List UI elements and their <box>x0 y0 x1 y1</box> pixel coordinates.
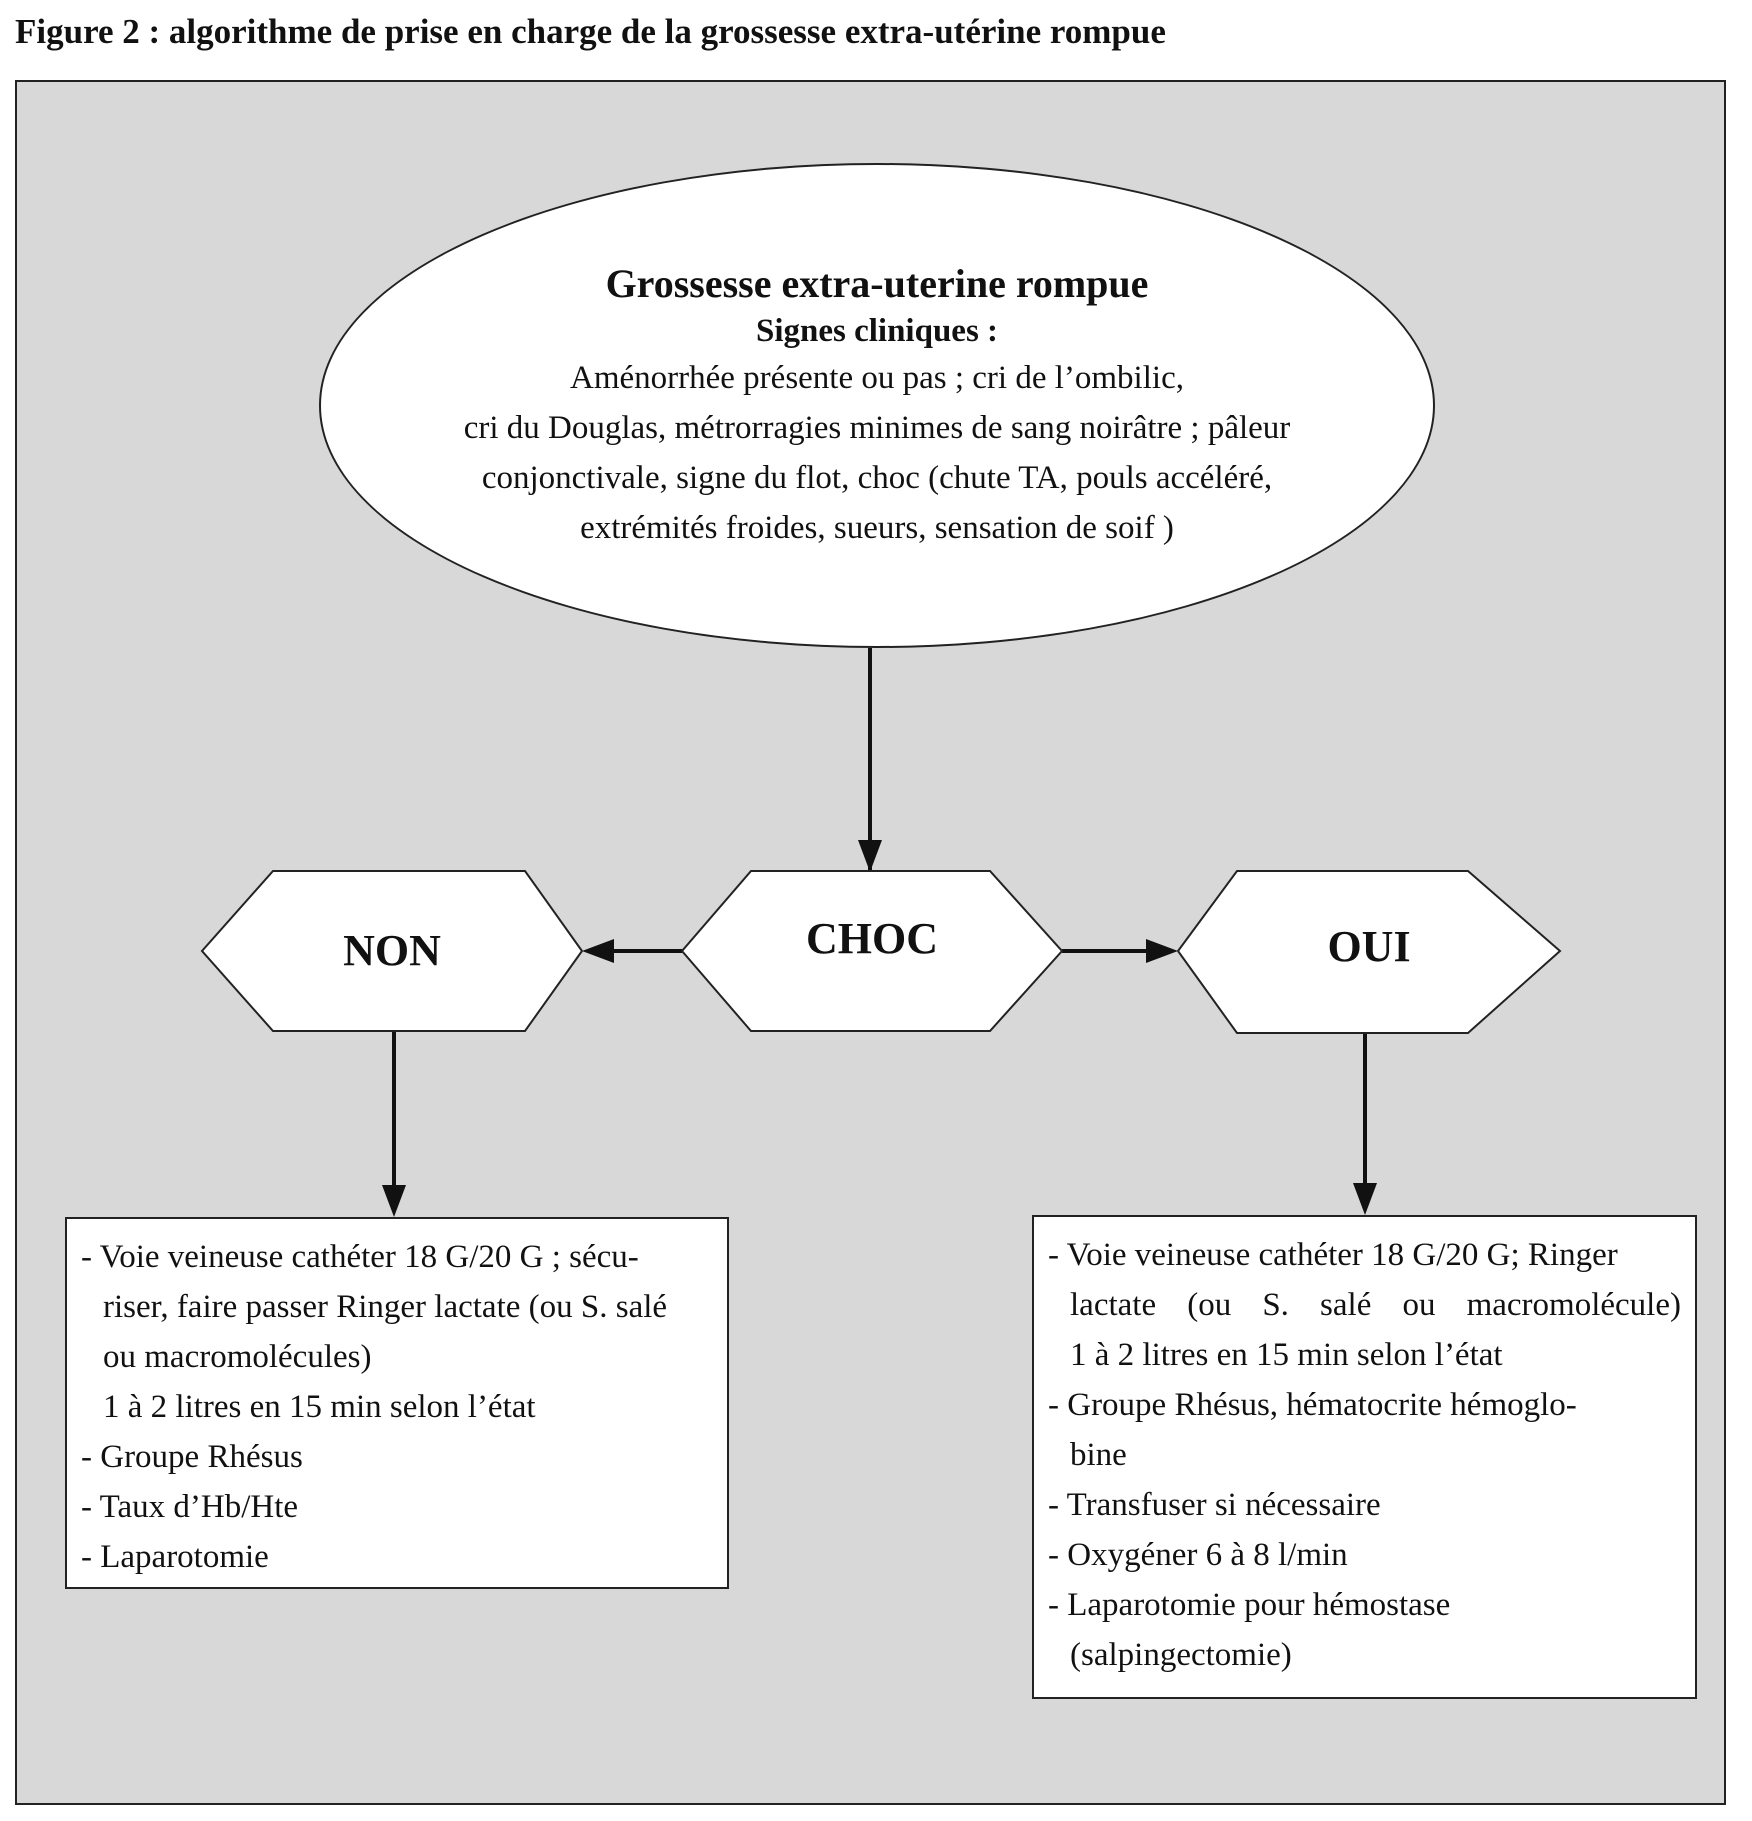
list-item-text: - Groupe Rhésus <box>81 1439 303 1475</box>
list-item: - Taux d’Hb/Hte <box>81 1482 713 1532</box>
list-item: - Voie veineuse cathéter 18 G/20 G ; séc… <box>81 1232 713 1282</box>
list-item-text: - Laparotomie <box>81 1539 269 1575</box>
list-item: - Voie veineuse cathéter 18 G/20 G; Ring… <box>1048 1230 1681 1280</box>
non-actions-box: - Voie veineuse cathéter 18 G/20 G ; séc… <box>65 1217 729 1589</box>
list-item-text: - Taux d’Hb/Hte <box>81 1489 299 1525</box>
list-item-continuation: (salpingectomie) <box>1048 1630 1681 1680</box>
list-item-continuation: 1 à 2 litres en 15 min selon l’état <box>1048 1330 1681 1380</box>
list-item-text: - Transfuser si nécessaire <box>1048 1487 1381 1523</box>
hexagon-non-label: NON <box>343 926 441 975</box>
list-item-text: ou macromolécules) <box>103 1339 372 1375</box>
list-item-text: - Oxygéner 6 à 8 l/min <box>1048 1537 1348 1573</box>
list-item: - Oxygéner 6 à 8 l/min <box>1048 1530 1681 1580</box>
list-item-continuation: bine <box>1048 1430 1681 1480</box>
arrowhead-oui <box>1146 939 1178 963</box>
list-item-continuation: ou macromolécules) <box>81 1332 713 1382</box>
start-ellipse: Grossesse extra-uterine rompue Signes cl… <box>319 163 1435 648</box>
list-item-text: (salpingectomie) <box>1070 1637 1292 1673</box>
list-item-text: - Voie veineuse cathéter 18 G/20 G ; séc… <box>81 1239 639 1275</box>
ellipse-line: Aménorrhée présente ou pas ; cri de l’om… <box>570 359 1184 396</box>
list-item-text: - Groupe Rhésus, hématocrite hémoglo- <box>1048 1387 1577 1423</box>
list-item-continuation: lactate (ou S. salé ou macromolécule) <box>1070 1287 1681 1323</box>
list-item: - Laparotomie pour hémostase <box>1048 1580 1681 1630</box>
list-item: - Groupe Rhésus <box>81 1432 713 1482</box>
arrowhead-left-box <box>382 1185 406 1217</box>
list-item-text: riser, faire passer Ringer lactate (ou S… <box>103 1289 668 1325</box>
list-item-text: 1 à 2 litres en 15 min selon l’état <box>1070 1337 1503 1373</box>
figure-title: Figure 2 : algorithme de prise en charge… <box>15 12 1166 51</box>
list-item-text: bine <box>1070 1437 1127 1473</box>
list-item-text: - Laparotomie pour hémostase <box>1048 1587 1451 1623</box>
list-item: - Groupe Rhésus, hématocrite hémoglo- <box>1048 1380 1681 1430</box>
arrowhead-non <box>582 939 614 963</box>
ellipse-line: cri du Douglas, métrorragies minimes de … <box>463 409 1291 446</box>
arrowhead-right-box <box>1353 1183 1377 1215</box>
ellipse-title: Grossesse extra-uterine rompue <box>605 260 1149 306</box>
list-item-text: - Voie veineuse cathéter 18 G/20 G; Ring… <box>1048 1237 1618 1273</box>
hexagon-choc <box>680 870 1064 1032</box>
oui-actions-box: - Voie veineuse cathéter 18 G/20 G; Ring… <box>1032 1215 1697 1699</box>
list-item: - Transfuser si nécessaire <box>1048 1480 1681 1530</box>
list-item: - Laparotomie <box>81 1532 713 1582</box>
list-item-continuation: riser, faire passer Ringer lactate (ou S… <box>81 1282 713 1332</box>
hexagon-choc-label: CHOC <box>806 914 938 963</box>
ellipse-line: conjonctivale, signe du flot, choc (chut… <box>481 459 1273 496</box>
hexagon-oui <box>1176 870 1562 1034</box>
ellipse-line: extrémités froides, sueurs, sensation de… <box>580 509 1174 546</box>
hexagon-oui-label: OUI <box>1327 922 1411 971</box>
list-item-continuation: 1 à 2 litres en 15 min selon l’état <box>81 1382 713 1432</box>
hexagon-non <box>200 870 584 1032</box>
arrowhead-choc <box>858 840 882 872</box>
list-item-text: 1 à 2 litres en 15 min selon l’état <box>103 1389 536 1425</box>
ellipse-subtitle: Signes cliniques : <box>755 312 999 349</box>
